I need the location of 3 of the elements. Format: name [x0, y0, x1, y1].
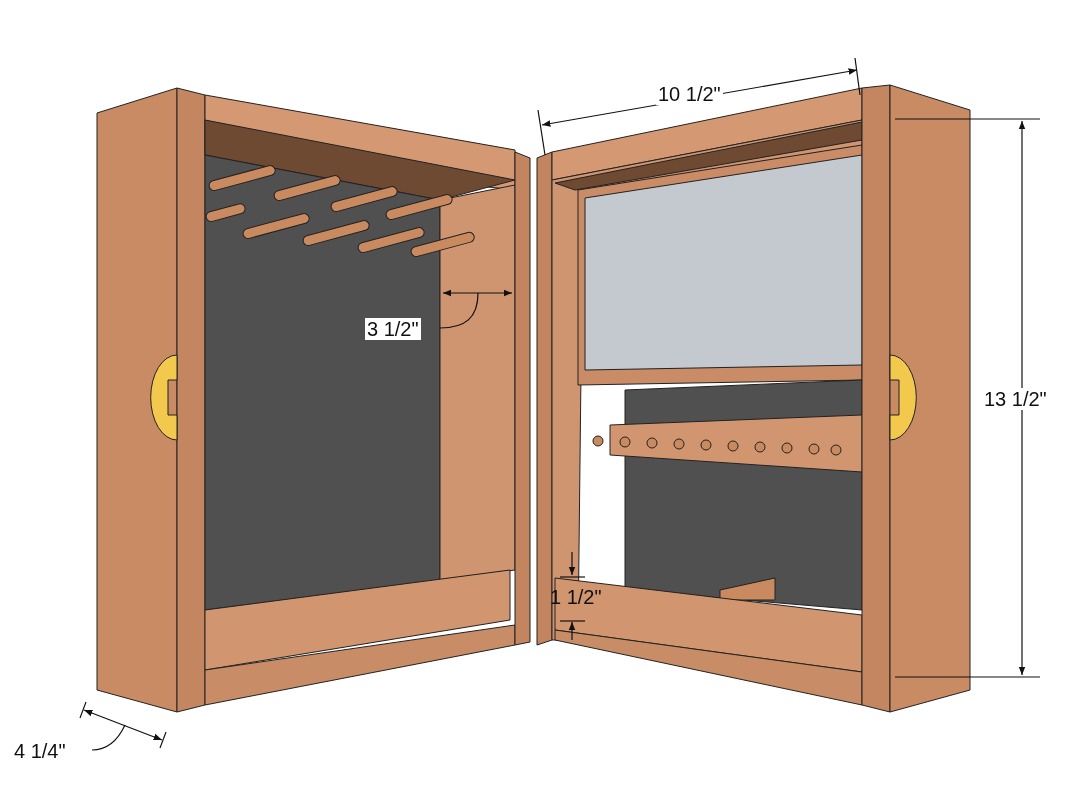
dimension-label: 3 1/2" — [365, 318, 421, 340]
dimension-label: 13 1/2" — [982, 388, 1049, 410]
dimension-label: 10 1/2" — [656, 83, 723, 105]
